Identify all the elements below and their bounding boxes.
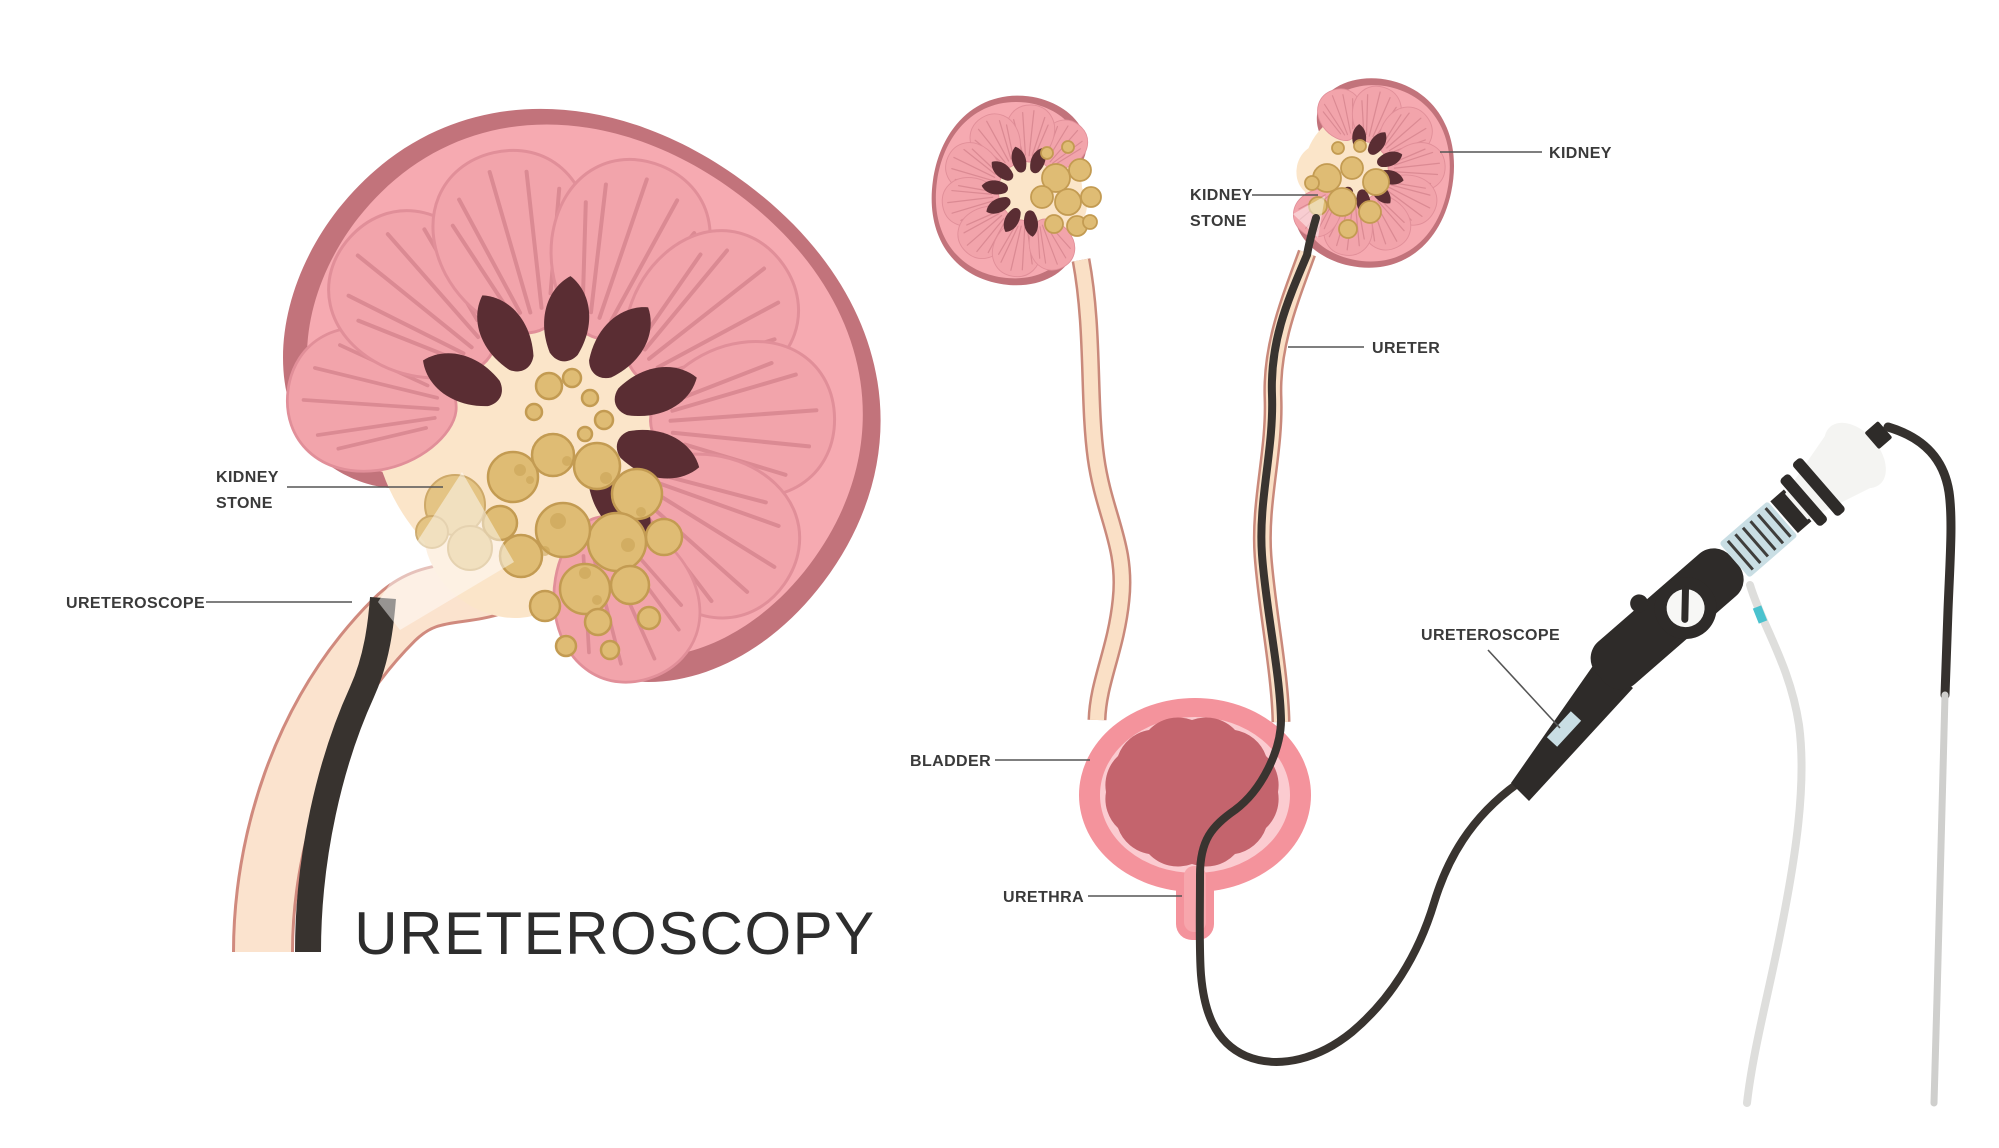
collar: [1770, 489, 1812, 534]
center-kidney-stone-label-line1: KIDNEY: [1190, 187, 1253, 204]
bladder: [1079, 698, 1311, 940]
kidney-label: KIDNEY: [1549, 145, 1612, 162]
left-panel-large-kidney: [191, 0, 987, 953]
large-ureter-tube: [232, 554, 508, 953]
right-ureteroscope-label: URETEROSCOPE: [1421, 627, 1560, 644]
left-ureteroscope-label: URETEROSCOPE: [66, 595, 205, 612]
ureteroscope-device: [1511, 421, 1956, 1107]
plug: [1865, 421, 1892, 449]
diagram-title: URETEROSCOPY: [354, 900, 875, 967]
dark-cable-lower: [1930, 691, 1949, 1107]
left-kidney-stone-label-line1: KIDNEY: [216, 469, 279, 486]
cable-teal-band: [1752, 605, 1768, 624]
light-cable: [1743, 581, 1806, 1107]
large-kidney-stone-speckles: [514, 456, 646, 605]
left-ureter: [1071, 258, 1132, 721]
grip-ridges: [1726, 507, 1792, 571]
large-kidney-cross-section: [191, 0, 987, 773]
center-panel-urinary-tract: [920, 65, 1521, 1066]
ureter-label: URETER: [1372, 340, 1440, 357]
dark-cable: [1883, 422, 1956, 700]
flexible-scope-wire: [1195, 214, 1521, 1066]
dial-pointer: [1681, 586, 1689, 623]
eyepiece-ring-2: [1792, 458, 1845, 516]
shaft-blue-band: [1546, 711, 1582, 747]
lever-nub: [1630, 594, 1649, 613]
large-ureteroscope-shaft: [295, 597, 396, 953]
scope-handle-assembly: [1590, 421, 1892, 690]
eyepiece-ring-1: [1780, 474, 1827, 526]
large-kidney-stones: [481, 367, 684, 661]
small-left-kidney-stones: [1030, 140, 1102, 237]
scope-light-beam: [378, 472, 514, 630]
bladder-label: BLADDER: [910, 753, 991, 770]
center-kidney-stone-label-line2: STONE: [1190, 213, 1247, 230]
bladder-interior: [1105, 717, 1279, 867]
faded-stones: [415, 474, 493, 571]
leader-right-ureteroscope: [1487, 649, 1561, 729]
labels-layer: KIDNEY STONE URETEROSCOPE URETEROSCOPY K…: [66, 145, 1612, 967]
left-kidney-stone-label-line2: STONE: [216, 495, 273, 512]
small-right-kidney-stones: [1304, 139, 1390, 239]
urethra-label: URETHRA: [1003, 889, 1084, 906]
